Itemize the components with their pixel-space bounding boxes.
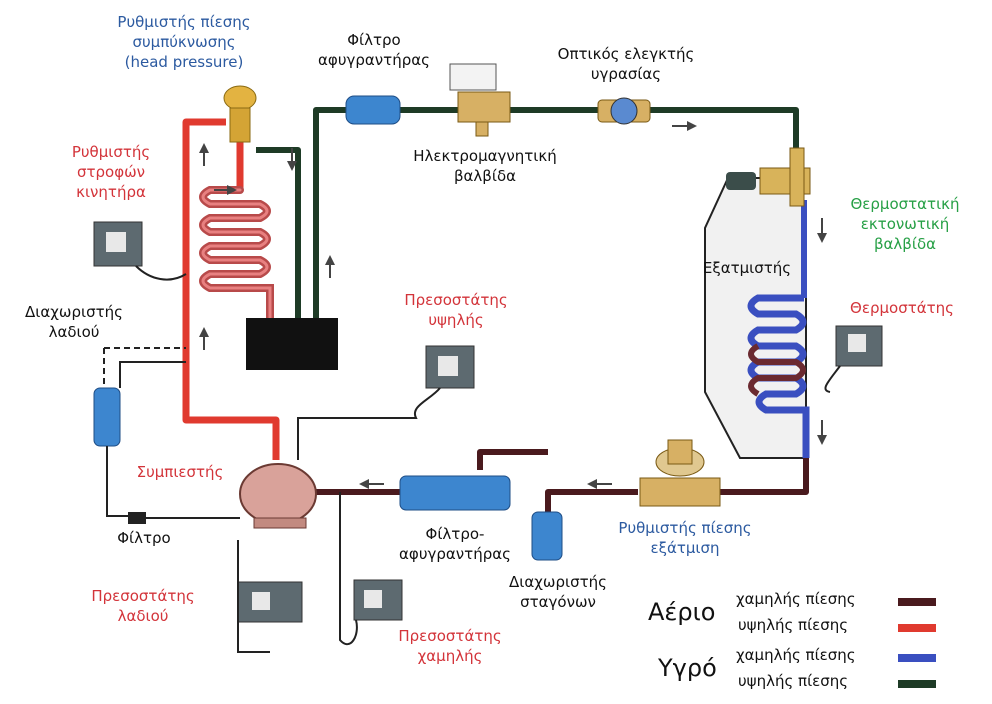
condenser-receiver bbox=[246, 318, 338, 370]
compressor bbox=[239, 463, 317, 529]
thermostatic-expansion-valve bbox=[726, 147, 811, 207]
filter-dryer-top bbox=[345, 95, 401, 125]
label-line: εκτονωτική bbox=[860, 215, 950, 233]
label-line: Πρεσοστάτης bbox=[404, 291, 508, 309]
label-low-pressostat: Πρεσοστάτης χαμηλής bbox=[380, 626, 520, 666]
low-pressostat-box bbox=[339, 492, 403, 646]
droplet-separator bbox=[531, 511, 563, 561]
label-line: Θερμοστατική bbox=[850, 195, 960, 213]
legend-item-gas-high: υψηλής πίεσης bbox=[738, 616, 849, 634]
label-oil-separator: Διαχωριστής λαδιού bbox=[12, 302, 136, 342]
label-compressor: Συμπιεστής bbox=[120, 462, 240, 482]
solenoid-valve bbox=[449, 63, 511, 137]
gas-high-pressure-line bbox=[182, 118, 280, 460]
label-evaporator: Εξατμιστής bbox=[692, 258, 802, 278]
label-sight-glass: Οπτικός ελεγκτής υγρασίας bbox=[540, 44, 712, 84]
label-line: εξάτμιση bbox=[650, 539, 720, 557]
label-line: βαλβίδα bbox=[453, 167, 517, 185]
oil-separator bbox=[93, 347, 186, 517]
evaporator-pressure-regulator bbox=[639, 439, 721, 507]
legend-liquid-title: Υγρό bbox=[658, 654, 717, 682]
label-line: λαδιού bbox=[117, 607, 169, 625]
fan-speed-controller-box bbox=[93, 221, 187, 281]
label-solenoid-valve: Ηλεκτρομαγνητική βαλβίδα bbox=[392, 146, 578, 186]
legend-gas-title: Αέριο bbox=[648, 598, 716, 626]
label-line: υψηλής bbox=[428, 311, 484, 329]
label-line: λαδιού bbox=[48, 323, 100, 341]
label-thermostat: Θερμοστάτης bbox=[832, 298, 972, 318]
label-line: Φίλτρο- bbox=[425, 525, 485, 543]
label-line: (head pressure) bbox=[124, 53, 244, 71]
oil-filter bbox=[128, 512, 146, 524]
label-thermostatic-expansion-valve: Θερμοστατική εκτονωτική βαλβίδα bbox=[832, 194, 978, 254]
label-line: υγρασίας bbox=[590, 65, 662, 83]
label-line: Θερμοστάτης bbox=[850, 299, 954, 317]
label-filter-dryer-bottom: Φίλτρο- αφυγραντήρας bbox=[390, 524, 520, 564]
label-line: χαμηλής bbox=[417, 647, 483, 665]
label-line: αφυγραντήρας bbox=[399, 545, 511, 563]
label-line: Οπτικός ελεγκτής bbox=[557, 45, 695, 63]
label-line: Φίλτρο bbox=[117, 529, 171, 547]
label-line: συμπύκνωσης bbox=[132, 33, 236, 51]
label-line: Ρυθμιστής πίεσης bbox=[618, 519, 752, 537]
label-line: Ρυθμιστής πίεσης bbox=[117, 13, 251, 31]
legend-item-liquid-high: υψηλής πίεσης bbox=[738, 672, 849, 690]
label-oil-pressostat: Πρεσοστάτης λαδιού bbox=[76, 586, 210, 626]
thermostat-box bbox=[824, 325, 883, 393]
label-line: Φίλτρο bbox=[347, 31, 401, 49]
legend-swatch-liquid-low bbox=[898, 654, 936, 662]
evaporator-housing bbox=[704, 177, 807, 459]
label-evaporator-pressure-regulator: Ρυθμιστής πίεσης εξάτμιση bbox=[592, 518, 778, 558]
legend-item-gas-low: χαμηλής πίεσης bbox=[736, 590, 856, 608]
label-line: Ηλεκτρομαγνητική bbox=[413, 147, 557, 165]
label-line: Πρεσοστάτης bbox=[91, 587, 195, 605]
label-line: αφυγραντήρας bbox=[318, 51, 430, 69]
label-line: Ρυθμιστής bbox=[71, 143, 151, 161]
filter-dryer-bottom bbox=[399, 475, 511, 511]
legend-swatch-liquid-high bbox=[898, 680, 936, 688]
legend-swatch-gas-high bbox=[898, 624, 936, 632]
head-pressure-regulator bbox=[223, 85, 257, 143]
high-pressostat-box bbox=[297, 345, 475, 460]
label-droplet-separator: Διαχωριστής σταγόνων bbox=[492, 572, 624, 612]
evaporator-coil bbox=[747, 294, 810, 458]
condenser-coil bbox=[199, 186, 274, 322]
label-filter: Φίλτρο bbox=[108, 528, 180, 548]
label-head-pressure-regulator: Ρυθμιστής πίεσης συμπύκνωσης (head press… bbox=[92, 12, 276, 72]
label-line: Διαχωριστής bbox=[509, 573, 607, 591]
oil-pressostat-box bbox=[237, 540, 303, 653]
label-fan-speed-regulator: Ρυθμιστής στροφών κινητήρα bbox=[56, 142, 166, 202]
label-line: κινητήρα bbox=[76, 183, 146, 201]
label-line: Συμπιεστής bbox=[136, 463, 224, 481]
label-line: σταγόνων bbox=[520, 593, 596, 611]
label-line: Πρεσοστάτης bbox=[398, 627, 502, 645]
label-line: Διαχωριστής bbox=[25, 303, 123, 321]
label-line: Εξατμιστής bbox=[702, 259, 792, 277]
legend-item-liquid-low: χαμηλής πίεσης bbox=[736, 646, 856, 664]
sight-glass bbox=[597, 97, 651, 125]
label-line: βαλβίδα bbox=[873, 235, 937, 253]
legend-swatch-gas-low bbox=[898, 598, 936, 606]
gas-low-pressure-line bbox=[316, 449, 809, 512]
label-line: στροφών bbox=[76, 163, 146, 181]
flow-arrows bbox=[199, 121, 827, 489]
label-high-pressostat: Πρεσοστάτης υψηλής bbox=[386, 290, 526, 330]
label-filter-dryer-top: Φίλτρο αφυγραντήρας bbox=[300, 30, 448, 70]
